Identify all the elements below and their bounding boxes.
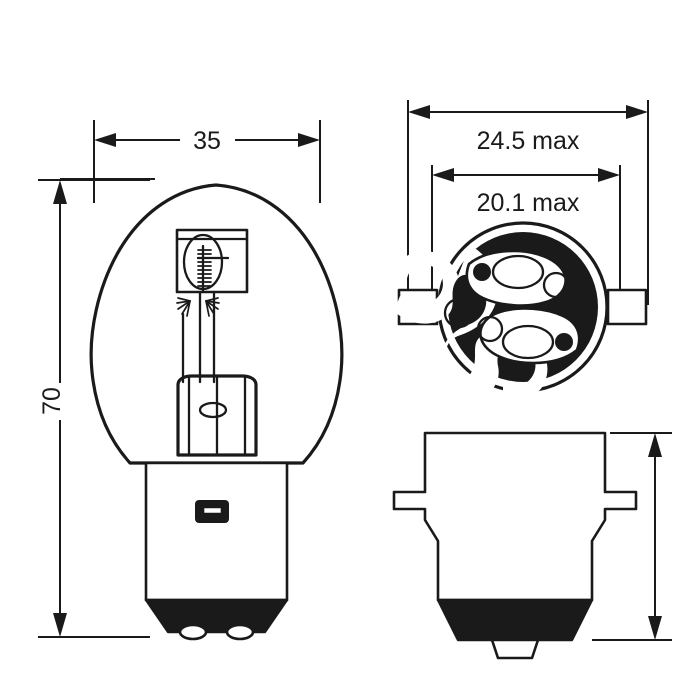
cap-contact-stub bbox=[490, 638, 540, 660]
arrow-head-right-inner-dia bbox=[598, 168, 620, 182]
cap-body-rect bbox=[144, 461, 289, 602]
front-elevation-view: 35 70 bbox=[38, 120, 344, 641]
stem-exhaust-tip bbox=[198, 401, 228, 419]
glass-stem-pinch bbox=[176, 374, 258, 457]
arrow-head-bottom-height bbox=[53, 613, 67, 637]
dimension-label-outer-diameter: 24.5 max bbox=[477, 127, 580, 155]
arrow-head-top-height bbox=[53, 180, 67, 204]
arrow-head-right-outer-dia bbox=[626, 105, 648, 119]
stem-outer-profile bbox=[176, 374, 258, 457]
cap-body-profile bbox=[392, 431, 638, 602]
contact-pad-upper-hole bbox=[542, 271, 570, 299]
cap-locating-pin-slot bbox=[201, 505, 224, 516]
filament-coil-assembly bbox=[182, 233, 230, 293]
bottom-view: 24.5 max 20.1 max bbox=[393, 100, 649, 401]
cap-face-divider-swirl bbox=[393, 245, 548, 401]
arrow-head-right-width bbox=[298, 133, 320, 147]
cap-bottom-skirt bbox=[144, 598, 289, 634]
dimension-label-width: 35 bbox=[193, 127, 221, 155]
cap-face-left-hole bbox=[443, 297, 475, 329]
contact-bump-left bbox=[178, 623, 208, 641]
side-view bbox=[392, 431, 672, 660]
base-contact-bumps bbox=[144, 598, 289, 641]
cap-skirt bbox=[436, 598, 594, 642]
contact-pad-lower bbox=[476, 307, 581, 365]
shield-box-outline bbox=[175, 228, 249, 294]
dimension-outer-diameter: 24.5 max bbox=[408, 105, 648, 155]
dimension-cap-height bbox=[592, 432, 672, 641]
arrow-head-left-width bbox=[94, 133, 116, 147]
contact-pad-upper-rivet bbox=[473, 263, 491, 281]
contact-pad-upper-eyelet bbox=[491, 254, 545, 290]
dimension-height-70: 70 bbox=[38, 180, 67, 637]
contact-pad-lower-hole bbox=[476, 315, 504, 343]
contact-pad-upper bbox=[465, 249, 570, 307]
dimension-width-35: 35 bbox=[94, 127, 320, 155]
dimension-label-inner-diameter: 20.1 max bbox=[477, 189, 580, 217]
filament-shield-box bbox=[175, 228, 249, 294]
lower-filament-starburst bbox=[176, 297, 220, 317]
contact-bump-right bbox=[225, 623, 255, 641]
support-wires bbox=[181, 290, 216, 384]
contact-pad-lower-rivet bbox=[555, 333, 573, 351]
arrow-head-bottom-cap-height bbox=[648, 616, 662, 640]
filament-coil-turns bbox=[197, 249, 212, 287]
arrow-head-left-outer-dia bbox=[408, 105, 430, 119]
contact-pad-lower-eyelet bbox=[501, 324, 555, 360]
metal-cap-base bbox=[144, 461, 289, 602]
dimension-inner-diameter: 20.1 max bbox=[432, 168, 620, 217]
arrow-head-left-inner-dia bbox=[432, 168, 454, 182]
arrow-head-top-cap-height bbox=[648, 433, 662, 457]
dimension-label-height: 70 bbox=[38, 387, 66, 415]
side-bayonet-pin-right bbox=[606, 288, 648, 326]
